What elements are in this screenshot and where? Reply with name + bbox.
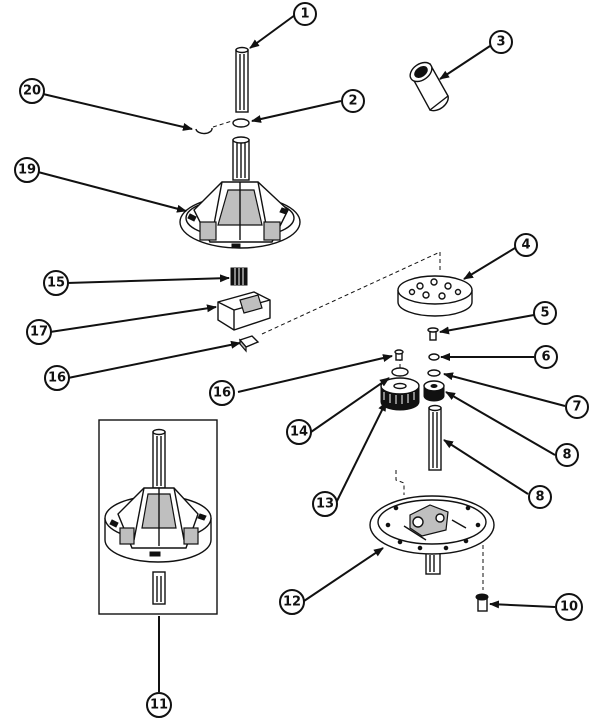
svg-text:12: 12 <box>283 595 301 610</box>
part-16-bushing <box>238 335 260 353</box>
part-6-washer <box>428 353 440 361</box>
callout-1: 1 <box>293 2 317 26</box>
callout-4: 4 <box>514 233 538 257</box>
svg-text:2: 2 <box>348 94 357 109</box>
callout-13: 13 <box>312 491 338 517</box>
part-17-block <box>217 291 271 331</box>
leader-lines <box>37 14 566 692</box>
part-12-lower-housing <box>369 495 495 575</box>
svg-text:17: 17 <box>30 325 48 340</box>
part-9-shaft <box>428 404 442 471</box>
callout-20: 20 <box>19 78 45 104</box>
svg-text:6: 6 <box>541 350 550 365</box>
svg-text:3: 3 <box>496 35 505 50</box>
callout-8-lower: 8 <box>528 485 552 509</box>
part-2-ring <box>232 118 250 128</box>
callout-16-right: 16 <box>209 380 235 406</box>
svg-text:4: 4 <box>521 238 530 253</box>
svg-text:10: 10 <box>560 600 578 615</box>
svg-text:5: 5 <box>540 306 549 321</box>
part-5-pin <box>427 327 439 341</box>
svg-text:1: 1 <box>300 7 309 22</box>
callout-2: 2 <box>341 89 365 113</box>
svg-text:16: 16 <box>213 386 231 401</box>
callout-3: 3 <box>489 30 513 54</box>
part-10-bolt <box>475 593 489 612</box>
callout-7: 7 <box>565 395 589 419</box>
part-11-assembly <box>98 419 218 615</box>
svg-text:7: 7 <box>572 400 581 415</box>
callout-12: 12 <box>279 589 305 615</box>
svg-text:8: 8 <box>535 490 544 505</box>
svg-text:16: 16 <box>48 371 66 386</box>
callout-17: 17 <box>26 319 52 345</box>
callout-19: 19 <box>14 157 40 183</box>
part-19-upper-housing <box>179 136 301 249</box>
part-16-pin <box>394 349 404 361</box>
part-20-clip <box>195 120 233 135</box>
part-14-large-gear <box>380 377 420 411</box>
part-15-washer <box>391 367 409 377</box>
callout-6: 6 <box>534 345 558 369</box>
callout-14: 14 <box>286 419 312 445</box>
svg-text:19: 19 <box>18 163 36 178</box>
svg-text:15: 15 <box>47 276 65 291</box>
part-7-gear <box>427 369 441 377</box>
part-18-gear <box>230 267 248 286</box>
callout-5: 5 <box>533 301 557 325</box>
part-4-cover <box>397 275 473 317</box>
callout-16-left: 16 <box>44 365 70 391</box>
svg-text:8: 8 <box>562 448 571 463</box>
part-1-shaft <box>235 46 249 113</box>
callout-18: 15 <box>43 270 69 296</box>
callout-10: 10 <box>555 593 583 621</box>
svg-text:11: 11 <box>150 698 168 713</box>
callout-8-upper: 8 <box>555 443 579 467</box>
svg-text:20: 20 <box>23 84 41 99</box>
svg-text:13: 13 <box>316 497 334 512</box>
part-8-pinion <box>423 380 445 402</box>
callout-11: 11 <box>146 692 172 718</box>
svg-text:14: 14 <box>290 425 308 440</box>
part-3-sleeve <box>409 61 449 112</box>
